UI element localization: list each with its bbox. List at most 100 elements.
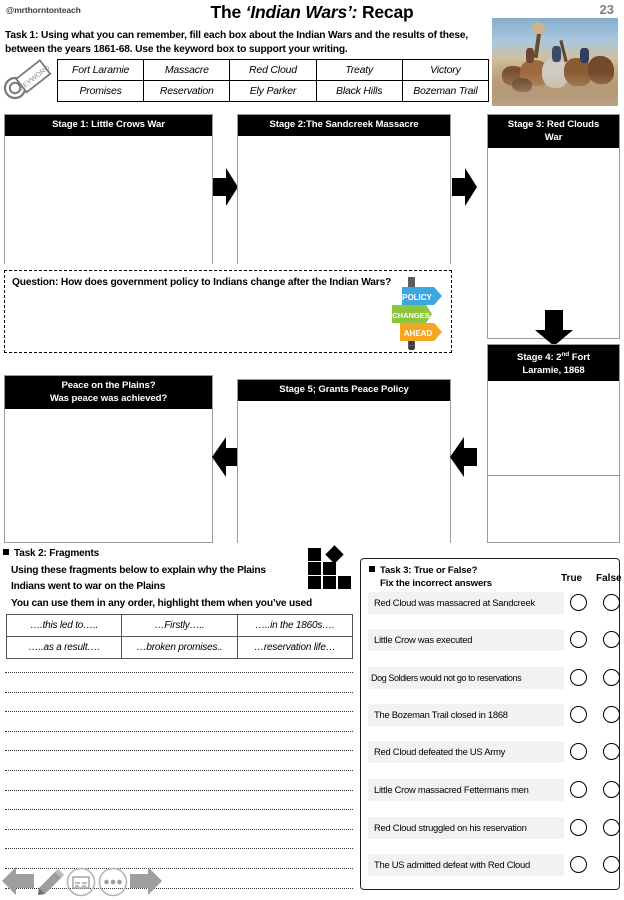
false-checkbox[interactable] bbox=[603, 631, 620, 648]
stage4-answer-area[interactable] bbox=[488, 381, 619, 475]
signpost-label-middle: CHANGES bbox=[392, 311, 430, 320]
title-prefix: The bbox=[210, 2, 246, 22]
task2-line1: Using these fragments below to explain w… bbox=[11, 565, 266, 576]
task3-row: Red Cloud defeated the US Army bbox=[368, 741, 620, 763]
writing-line bbox=[5, 730, 353, 732]
task3-statement: Red Cloud defeated the US Army bbox=[368, 741, 564, 763]
task3-statement: Red Cloud was massacred at Sandcreek bbox=[368, 592, 564, 614]
stage4-continuation-area[interactable] bbox=[487, 476, 620, 543]
writing-line bbox=[5, 887, 353, 889]
more-options-icon[interactable] bbox=[98, 867, 128, 900]
writing-line bbox=[5, 769, 353, 771]
fragment-row: …..as a result…. …broken promises.. …res… bbox=[5, 636, 354, 659]
writing-line bbox=[5, 867, 353, 869]
peace-on-the-plains-box[interactable]: Peace on the Plains? Was peace was achie… bbox=[4, 375, 213, 543]
stage4-box[interactable]: Stage 4: 2nd Fort Laramie, 1868 bbox=[487, 344, 620, 476]
signpost-label-top: POLICY bbox=[402, 293, 432, 302]
fragment-cell[interactable]: …..in the 1860s…. bbox=[236, 614, 354, 637]
task3-title: Task 3: True or False? Fix the incorrect… bbox=[369, 564, 492, 590]
keyword-cell: Reservation bbox=[143, 80, 231, 102]
writing-line bbox=[5, 672, 353, 673]
task3-row: The Bozeman Trail closed in 1868 bbox=[368, 704, 620, 726]
false-checkbox[interactable] bbox=[603, 781, 620, 798]
fragment-cell[interactable]: …..as a result…. bbox=[5, 636, 123, 659]
task3-row: The US admitted defeat with Red Cloud bbox=[368, 854, 620, 876]
peace-answer-area[interactable] bbox=[5, 409, 212, 542]
true-checkbox[interactable] bbox=[570, 706, 587, 723]
keyword-cell: Bozeman Trail bbox=[401, 80, 490, 102]
arrow-left-icon bbox=[212, 437, 239, 482]
navigation-toolbar[interactable] bbox=[2, 866, 162, 900]
fragment-cell[interactable]: ….this led to….. bbox=[5, 614, 123, 637]
false-checkbox[interactable] bbox=[603, 856, 620, 873]
title-italic: ‘Indian Wars’: bbox=[245, 2, 358, 22]
task3-statement: Little Crow massacred Fettermans men bbox=[368, 779, 564, 801]
true-checkbox[interactable] bbox=[570, 856, 587, 873]
keyword-cell: Ely Parker bbox=[229, 80, 317, 102]
task2-title: Task 2: Fragments bbox=[3, 548, 99, 559]
battle-painting-image bbox=[492, 18, 618, 106]
stage5-answer-area[interactable] bbox=[238, 400, 450, 543]
keyword-cell: Victory bbox=[401, 59, 490, 81]
false-checkbox[interactable] bbox=[603, 669, 620, 686]
peace-header-line2: Was peace was achieved? bbox=[49, 392, 168, 404]
task2-line3: You can use them in any order, highlight… bbox=[11, 598, 313, 609]
task3-subtitle: Fix the incorrect answers bbox=[380, 578, 492, 589]
false-checkbox[interactable] bbox=[603, 594, 620, 611]
stage3-box[interactable]: Stage 3: Red Clouds War bbox=[487, 114, 620, 339]
fragment-cell[interactable]: …broken promises.. bbox=[121, 636, 238, 659]
task3-statement: The US admitted defeat with Red Cloud bbox=[368, 854, 564, 876]
true-checkbox[interactable] bbox=[570, 669, 587, 686]
keyword-cell: Treaty bbox=[315, 59, 403, 81]
stage3-answer-area[interactable] bbox=[488, 148, 619, 334]
false-checkbox[interactable] bbox=[603, 819, 620, 836]
peace-header-line1: Peace on the Plains? bbox=[61, 380, 156, 391]
stage4-header: Stage 4: 2nd Fort Laramie, 1868 bbox=[488, 345, 619, 382]
false-checkbox[interactable] bbox=[603, 743, 620, 760]
task2-line2: Indians went to war on the Plains bbox=[11, 581, 166, 592]
keyword-key-icon: KEYWORD bbox=[3, 58, 59, 106]
stage2-answer-area[interactable] bbox=[238, 135, 450, 264]
keyword-row: Promises Reservation Ely Parker Black Hi… bbox=[56, 80, 490, 102]
author-handle: @mrthorntonteach bbox=[6, 5, 81, 15]
true-checkbox[interactable] bbox=[570, 743, 587, 760]
fragment-cell[interactable]: …Firstly….. bbox=[121, 614, 238, 637]
stage1-answer-area[interactable] bbox=[5, 135, 212, 264]
peace-header: Peace on the Plains? Was peace was achie… bbox=[5, 376, 212, 409]
note-card-icon[interactable] bbox=[66, 867, 96, 900]
stage1-box[interactable]: Stage 1: Little Crows War bbox=[4, 114, 213, 264]
writing-line bbox=[5, 691, 353, 693]
true-checkbox[interactable] bbox=[570, 594, 587, 611]
left-arrow-icon[interactable] bbox=[2, 866, 34, 900]
title-suffix: Recap bbox=[357, 2, 414, 22]
arrow-right-icon bbox=[213, 168, 238, 211]
column-header-true: True bbox=[561, 573, 583, 584]
arrow-right-icon bbox=[452, 168, 477, 211]
task3-statement: Dog Soldiers would not go to reservation… bbox=[368, 667, 564, 689]
writing-line bbox=[5, 848, 353, 850]
true-checkbox[interactable] bbox=[570, 781, 587, 798]
pencil-icon[interactable] bbox=[35, 868, 65, 900]
false-checkbox[interactable] bbox=[603, 706, 620, 723]
task3-statement: The Bozeman Trail closed in 1868 bbox=[368, 704, 564, 726]
stage5-box[interactable]: Stage 5; Grants Peace Policy bbox=[237, 379, 451, 543]
stage2-box[interactable]: Stage 2:The Sandcreek Massacre bbox=[237, 114, 451, 264]
keyword-row: Fort Laramie Massacre Red Cloud Treaty V… bbox=[56, 59, 490, 81]
arrow-left-icon bbox=[450, 437, 477, 482]
keyword-cell: Black Hills bbox=[315, 80, 403, 102]
task3-statement: Little Crow was executed bbox=[368, 629, 564, 651]
true-checkbox[interactable] bbox=[570, 631, 587, 648]
arrow-down-icon bbox=[535, 310, 573, 351]
keyword-cell: Massacre bbox=[143, 59, 231, 81]
task3-row: Little Crow massacred Fettermans men bbox=[368, 779, 620, 801]
task3-row: Red Cloud struggled on his reservation bbox=[368, 817, 620, 839]
keyword-cell: Fort Laramie bbox=[56, 59, 145, 81]
fragment-cell[interactable]: …reservation life… bbox=[236, 636, 354, 659]
writing-lines-area[interactable] bbox=[5, 672, 353, 897]
square-motif-decoration bbox=[308, 545, 354, 590]
question-box[interactable]: Question: How does government policy to … bbox=[4, 270, 452, 353]
true-checkbox[interactable] bbox=[570, 819, 587, 836]
right-arrow-icon[interactable] bbox=[130, 866, 162, 900]
bullet-square-icon bbox=[369, 566, 375, 572]
